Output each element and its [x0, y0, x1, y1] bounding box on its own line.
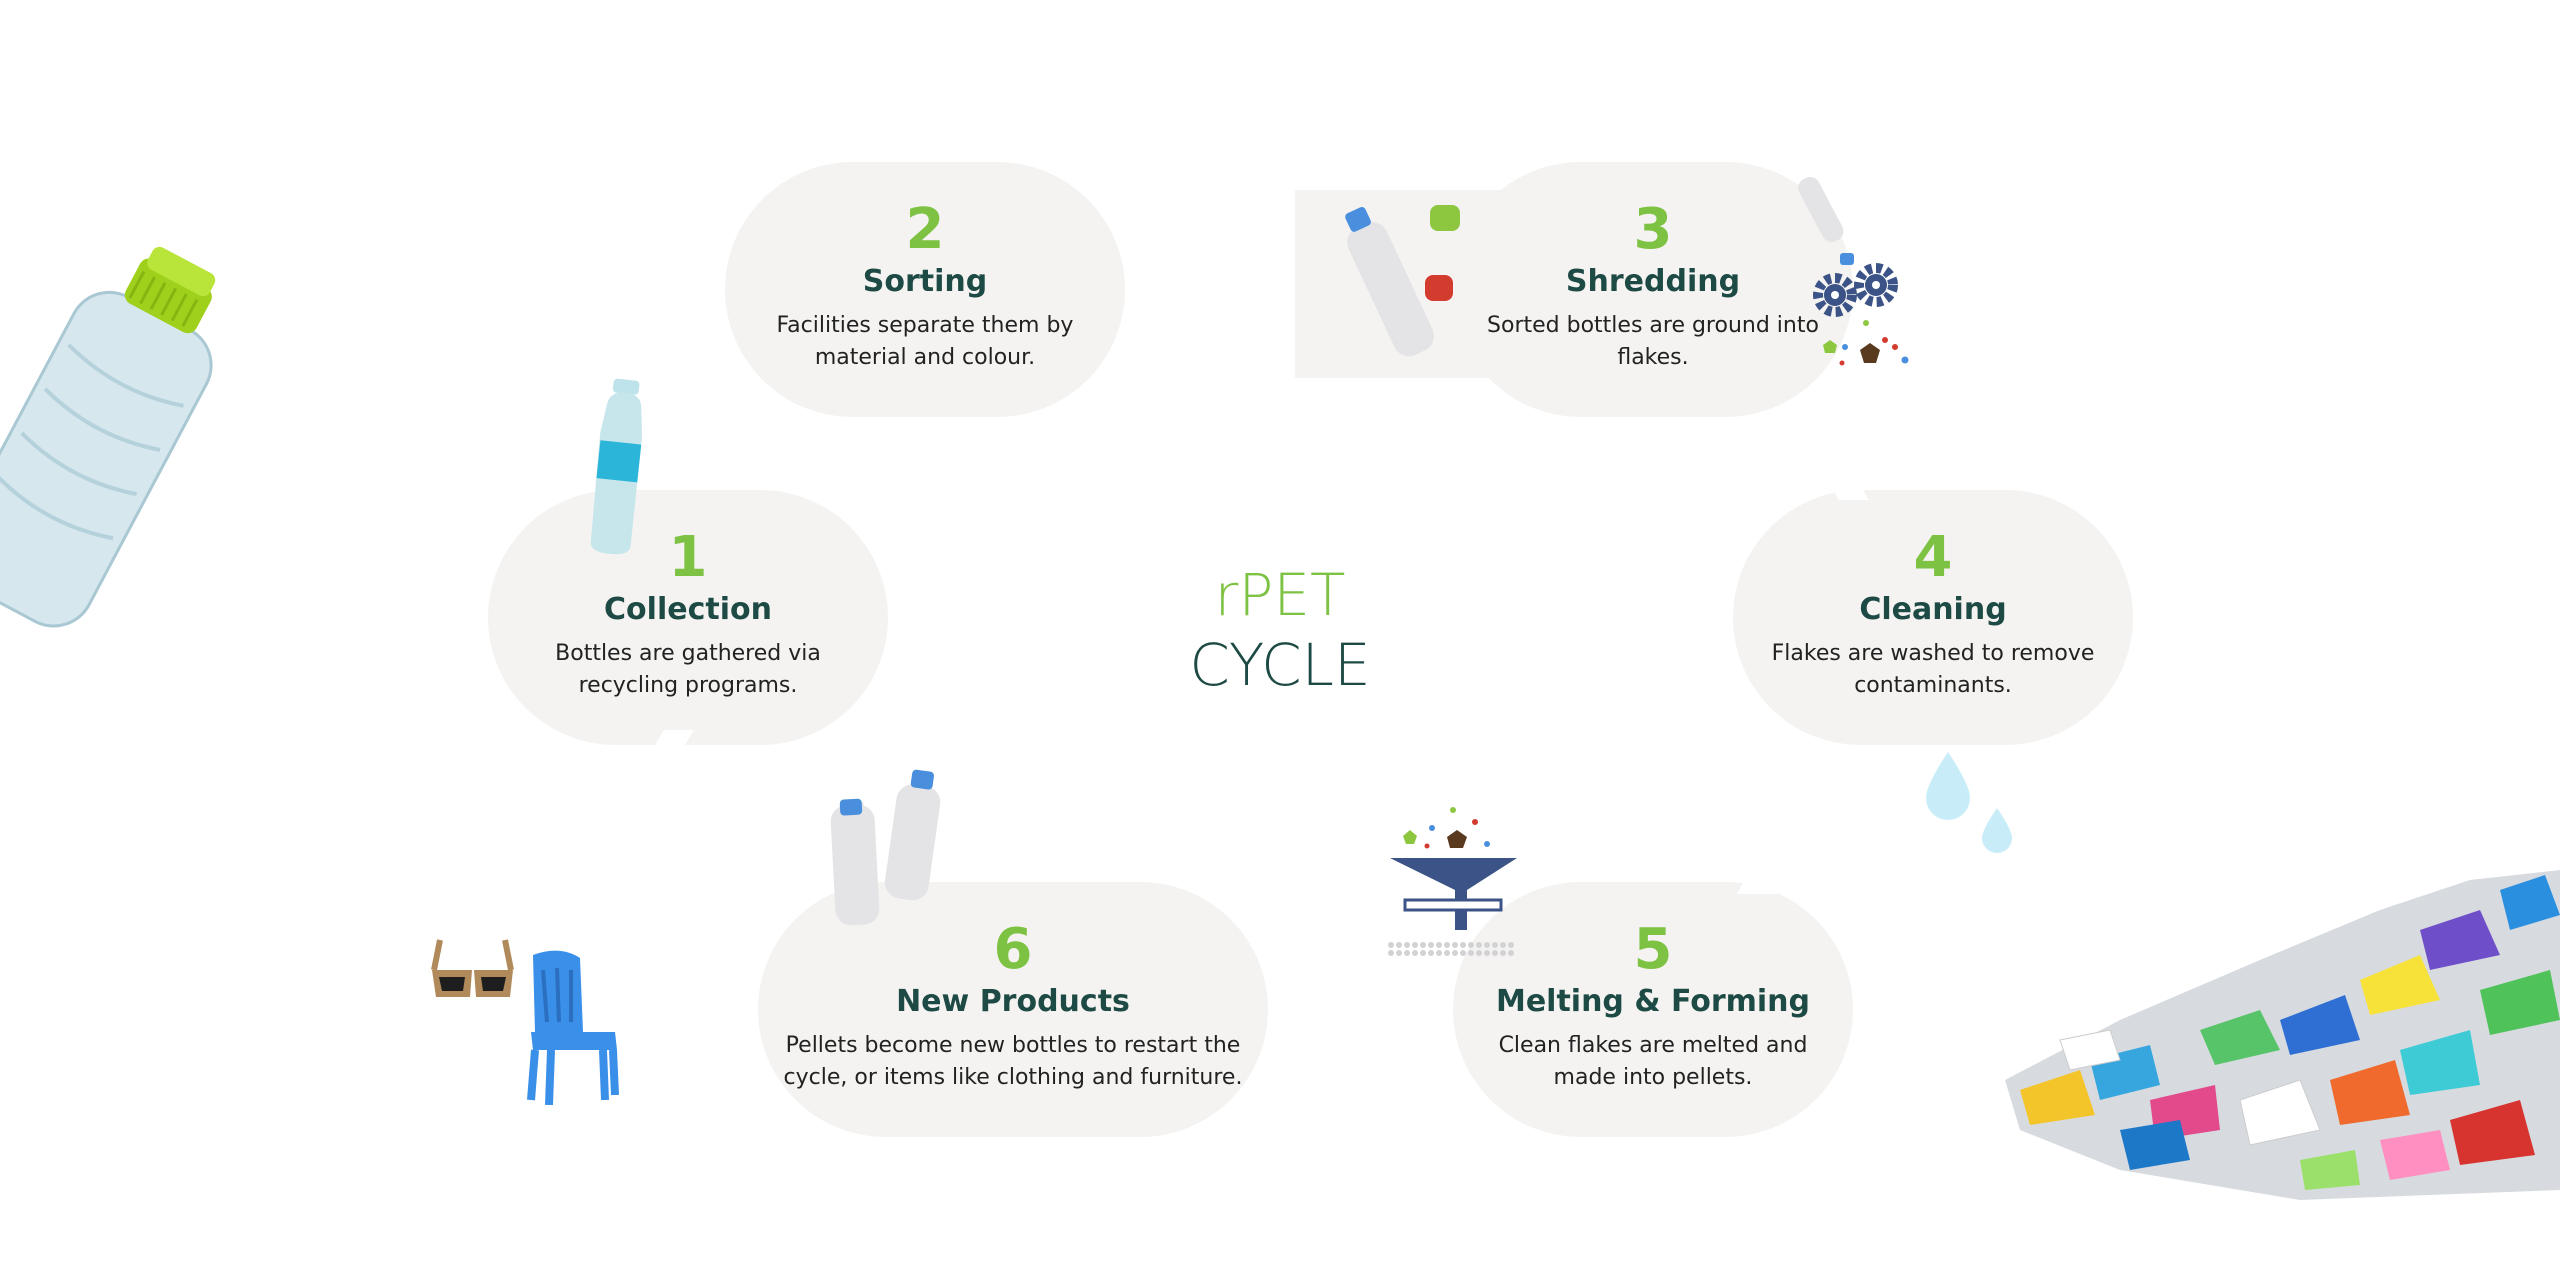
step-number: 1	[668, 525, 708, 590]
plastic-bottle-photo	[0, 246, 216, 628]
gears-icon	[1798, 176, 1909, 366]
cycle-title-line2: CYCLE	[1189, 631, 1371, 699]
step-card-sorting: 2 Sorting Facilities separate them by ma…	[725, 162, 1125, 417]
step-card-new-products: 6 New Products Pellets become new bottle…	[758, 882, 1268, 1137]
chair-icon	[527, 950, 619, 1105]
step-number: 3	[1633, 197, 1673, 262]
step-description: Bottles are gathered via recycling progr…	[555, 641, 821, 698]
step-title: Shredding	[1565, 264, 1741, 299]
step-title: Collection	[604, 592, 772, 627]
step-card-cleaning: 4 Cleaning Flakes are washed to remove c…	[1733, 480, 2133, 745]
cycle-title: rPET CYCLE	[1130, 560, 1430, 700]
bottles-icon	[830, 769, 941, 926]
droplets-icon	[1926, 752, 2012, 853]
step-description: Clean flakes are melted and made into pe…	[1498, 1033, 1808, 1090]
bottles-icon	[1345, 205, 1460, 357]
step-card-melting-forming: 5 Melting & Forming Clean flakes are mel…	[1453, 872, 1853, 1137]
step-card-collection: 1 Collection Bottles are gathered via re…	[488, 490, 888, 750]
plastic-flakes-photo	[2005, 870, 2560, 1200]
step-description: Flakes are washed to remove contaminants…	[1771, 641, 2095, 698]
sunglasses-icon	[431, 939, 514, 997]
funnel-icon	[1388, 807, 1517, 956]
step-number: 5	[1633, 917, 1673, 982]
step-title: Cleaning	[1859, 592, 2007, 627]
step-number: 2	[905, 197, 945, 262]
step-description: Facilities separate them by material and…	[776, 313, 1074, 370]
step-title: Melting & Forming	[1495, 984, 1811, 1019]
step-description: Sorted bottles are ground into flakes.	[1487, 313, 1819, 370]
step-description: Pellets become new bottles to restart th…	[783, 1033, 1243, 1090]
step-title: Sorting	[862, 264, 988, 299]
step-number: 4	[1913, 525, 1953, 590]
bottle-icon	[590, 378, 643, 555]
step-number: 6	[993, 917, 1033, 982]
step-card-shredding: 3 Shredding Sorted bottles are ground in…	[1453, 162, 1853, 417]
cycle-title-line1: rPET	[1214, 561, 1346, 629]
step-title: New Products	[896, 984, 1130, 1019]
